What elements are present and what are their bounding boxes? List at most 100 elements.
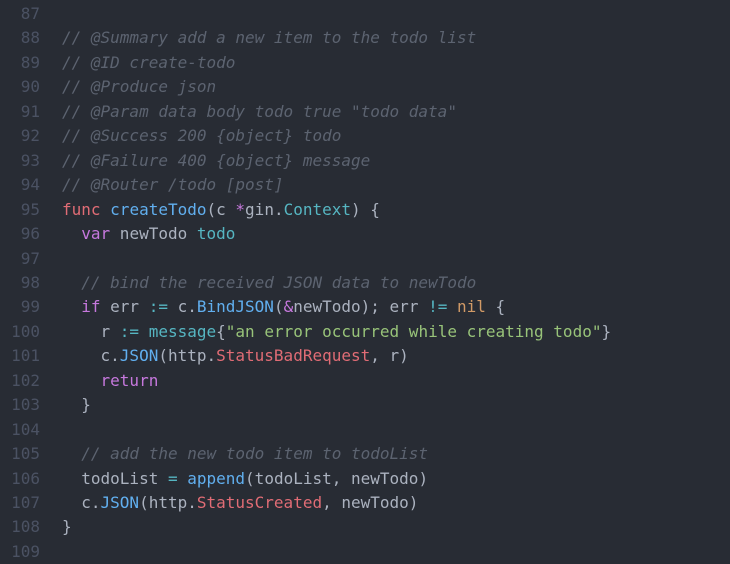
code-token [62, 297, 81, 316]
code-token: return [100, 370, 159, 390]
code-text: return [62, 369, 159, 393]
code-token: } [62, 517, 72, 537]
code-token: } [601, 321, 612, 341]
code-text: c.JSON(http.StatusCreated, newTodo) [62, 491, 418, 515]
code-line[interactable]: 98 // bind the received JSON data to new… [0, 271, 730, 295]
code-token: (http. [139, 493, 197, 512]
line-number: 88 [20, 28, 40, 48]
line-number: 93 [20, 150, 40, 170]
line-number: 107 [11, 493, 40, 512]
line-number: 101 [11, 346, 40, 366]
code-token: c. [167, 297, 197, 317]
code-token: if [81, 297, 101, 317]
code-token: BindJSON [196, 297, 274, 317]
code-line[interactable]: 97 [0, 247, 730, 271]
code-token: c. [62, 493, 101, 512]
code-token: JSON [119, 346, 159, 366]
code-text: // @Summary add a new item to the todo l… [62, 26, 476, 50]
code-token [139, 322, 149, 341]
code-line[interactable]: 89 // @ID create-todo [0, 51, 730, 75]
code-token: createTodo [110, 199, 207, 219]
code-line[interactable]: 99 if err := c.BindJSON(&newTodo); err !… [0, 295, 730, 319]
code-line[interactable]: 91// @Param data body todo true "todo da… [0, 100, 730, 124]
code-token: // @Router /todo [post] [62, 175, 284, 195]
code-token: { [216, 321, 226, 341]
code-line[interactable]: 108} [0, 515, 730, 539]
code-token: c. [62, 346, 120, 366]
code-line[interactable]: 92// @Success 200 {object} todo [0, 124, 730, 148]
code-token [62, 444, 81, 463]
code-text: c.JSON(http.StatusBadRequest, r) [62, 344, 409, 368]
code-line[interactable]: 87 [0, 2, 730, 26]
code-token: ) { [351, 199, 380, 219]
code-line[interactable]: 93 // @Failure 400 {object} message [0, 149, 730, 173]
code-line[interactable]: 94// @Router /todo [post] [0, 173, 730, 197]
code-line[interactable]: 107 c.JSON(http.StatusCreated, newTodo) [0, 491, 730, 515]
code-line[interactable]: 90 // @Produce json [0, 75, 730, 99]
code-token: // bind the received JSON data to newTod… [81, 272, 477, 292]
code-text: // @ID create-todo [62, 51, 235, 75]
line-number: 96 [20, 224, 40, 244]
code-line[interactable]: 109 [0, 540, 730, 564]
code-token: // @Summary add a new item to the todo l… [62, 28, 477, 48]
line-number: 108 [11, 517, 40, 537]
line-number: 99 [20, 297, 40, 317]
line-number: 106 [11, 468, 40, 488]
code-line[interactable]: 106 todoList = append(todoList, newTodo) [0, 467, 730, 491]
code-token: = [167, 468, 178, 488]
code-token: var [81, 224, 111, 244]
code-token: * [235, 199, 246, 219]
code-token: todoList [62, 468, 168, 488]
code-line[interactable]: 100 r := message{"an error occurred whil… [0, 320, 730, 344]
code-text: // @Failure 400 {object} message [62, 149, 370, 173]
line-number: 95 [20, 199, 40, 219]
code-token: } [62, 395, 91, 415]
code-line[interactable]: 104 [0, 418, 730, 442]
code-token: StatusBadRequest [216, 346, 371, 366]
line-number: 91 [20, 101, 40, 121]
code-token: (http. [158, 346, 217, 366]
code-token: // @Failure 400 {object} message [62, 150, 371, 170]
code-text: if err := c.BindJSON(&newTodo); err != n… [62, 295, 505, 319]
code-token: Context [283, 199, 352, 219]
code-token [62, 371, 101, 390]
code-token: "an error occurred while creating todo" [225, 321, 602, 341]
line-number: 100 [11, 321, 40, 341]
line-number: 97 [20, 248, 40, 268]
line-number: 89 [20, 52, 40, 72]
code-text: // add the new todo item to todoList [62, 442, 428, 466]
code-line[interactable]: 102 return [0, 369, 730, 393]
code-token: func [62, 199, 101, 219]
code-token: append [187, 468, 246, 488]
code-token: message [148, 321, 217, 341]
code-token [101, 200, 111, 219]
code-line[interactable]: 101 c.JSON(http.StatusBadRequest, r) [0, 344, 730, 368]
code-line[interactable]: 103 } [0, 393, 730, 417]
code-token: StatusCreated [196, 493, 323, 512]
code-text: // bind the received JSON data to newTod… [62, 271, 476, 295]
code-token [62, 224, 81, 243]
code-line[interactable]: 88 // @Summary add a new item to the todo… [0, 26, 730, 50]
code-token [178, 469, 188, 488]
line-number: 104 [11, 419, 40, 439]
code-token: todo [196, 224, 236, 244]
code-line[interactable]: 96 var newTodo todo [0, 222, 730, 246]
line-number: 90 [20, 77, 40, 97]
code-token: newTodo); err [293, 297, 429, 317]
code-line[interactable]: 105 // add the new todo item to todoList [0, 442, 730, 466]
code-token [447, 297, 457, 316]
code-text: todoList = append(todoList, newTodo) [62, 467, 428, 491]
line-number: 105 [11, 444, 40, 464]
code-text: // @Produce json [62, 75, 216, 99]
code-token: != [428, 297, 448, 317]
code-token: , newTodo) [322, 493, 419, 512]
code-token: r [62, 321, 120, 341]
code-token: (todoList, newTodo) [245, 468, 429, 488]
line-number: 98 [20, 272, 40, 292]
code-token: { [485, 297, 506, 317]
code-text: // @Router /todo [post] [62, 173, 284, 197]
code-text: // @Success 200 {object} todo [62, 124, 341, 148]
code-token: gin. [245, 199, 284, 219]
